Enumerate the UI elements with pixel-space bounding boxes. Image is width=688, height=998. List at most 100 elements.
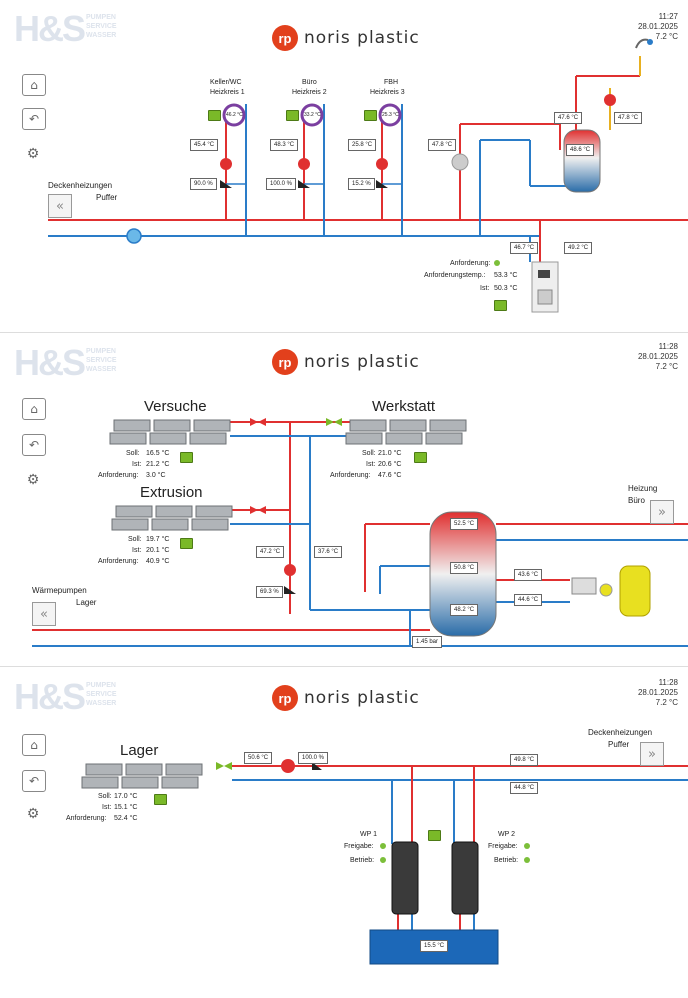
- versuche-title: Versuche: [144, 398, 207, 415]
- right-label-2: Puffer: [608, 740, 630, 749]
- right-label-2: Büro: [628, 496, 645, 505]
- right-label-1: Deckenheizungen: [588, 728, 653, 737]
- shower-right-temp: 47.8 °C: [614, 112, 643, 124]
- panel3-schematic: [81, 759, 688, 965]
- settings-icon: ⚙: [26, 472, 40, 488]
- back-button[interactable]: ↶: [22, 108, 46, 130]
- left-label-2: Lager: [76, 598, 97, 607]
- home-button[interactable]: ⌂: [22, 734, 46, 756]
- boiler-anf-temp: 53.3 °C: [494, 272, 518, 279]
- mix-temp: 47.8 °C: [428, 139, 457, 151]
- lager-soll-label: Soll:: [98, 793, 112, 800]
- versuche-anf-label: Anforderung:: [98, 472, 139, 479]
- extrusion-title: Extrusion: [140, 484, 203, 501]
- settings-button[interactable]: ⚙: [22, 804, 44, 824]
- panel2-schematic: [32, 418, 688, 647]
- werkstatt-ist: 20.6 °C: [378, 461, 402, 468]
- pool-temp: 15.5 °C: [420, 940, 449, 952]
- extrusion-soll-label: Soll:: [128, 536, 142, 543]
- versuche-status[interactable]: [180, 452, 193, 463]
- back-button[interactable]: ↶: [22, 434, 46, 456]
- settings-button[interactable]: ⚙: [22, 144, 44, 164]
- versuche-anf: 3.0 °C: [146, 472, 166, 479]
- extrusion-ist: 20.1 °C: [146, 547, 170, 554]
- extrusion-ist-label: Ist:: [132, 547, 142, 554]
- extrusion-soll: 19.7 °C: [146, 536, 170, 543]
- nav-left-button[interactable]: «: [32, 602, 56, 626]
- versuche-ist-label: Ist:: [132, 461, 142, 468]
- back-icon: ↶: [28, 112, 40, 126]
- shower-left-temp: 47.6 °C: [554, 112, 583, 124]
- nav-left-button[interactable]: «: [48, 194, 72, 218]
- nav-right-button[interactable]: »: [640, 742, 664, 766]
- hs-logo: H&S PUMPEN SERVICE WASSER: [14, 8, 117, 49]
- left-label-1: Wärmepumpen: [32, 586, 87, 595]
- extrusion-status[interactable]: [180, 538, 193, 549]
- werkstatt-anf-label: Anforderung:: [330, 472, 371, 479]
- wp2-freigabe-label: Freigabe:: [488, 843, 518, 850]
- circuit1-status[interactable]: [208, 110, 221, 121]
- circuit1-name2: Heizkreis 1: [210, 89, 245, 96]
- circuit2-status[interactable]: [286, 110, 299, 121]
- boiler-ist: 50.3 °C: [494, 285, 518, 292]
- right-label-1: Heizung: [628, 484, 658, 493]
- double-chevron-left-icon: «: [40, 606, 48, 622]
- werkstatt-soll: 21.0 °C: [378, 450, 402, 457]
- circuit3-flow: 25.8 °C: [348, 139, 377, 151]
- versuche-soll-label: Soll:: [126, 450, 140, 457]
- double-chevron-left-icon: «: [56, 198, 64, 214]
- double-chevron-right-icon: »: [648, 746, 656, 762]
- left-label-1: Deckenheizungen: [48, 181, 113, 190]
- werkstatt-soll-label: Soll:: [362, 450, 376, 457]
- boiler-anf-temp-label: Anforderungstemp.:: [424, 272, 486, 279]
- lager-status[interactable]: [154, 794, 167, 805]
- settings-icon: ⚙: [26, 146, 40, 162]
- circuit1-ring-temp: 46.2 °C: [226, 112, 243, 118]
- home-icon: ⌂: [30, 402, 38, 416]
- back-button[interactable]: ↶: [22, 770, 46, 792]
- tank-mid-temp: 50.8 °C: [450, 562, 479, 574]
- circuit3-ring-temp: 25.3 °C: [382, 112, 399, 118]
- circuit3-valve: 15.2 %: [348, 178, 375, 190]
- separator: [0, 332, 688, 333]
- tank-temp: 48.6 °C: [566, 144, 595, 156]
- circuit2-name2: Heizkreis 2: [292, 89, 327, 96]
- line-hot-temp: 49.8 °C: [510, 754, 539, 766]
- valve-position: 69.3 %: [256, 586, 283, 598]
- wp1-freigabe-led: [380, 843, 386, 849]
- wp1-betrieb-label: Betrieb:: [350, 857, 375, 864]
- werkstatt-title: Werkstatt: [372, 398, 436, 415]
- lager-ist-label: Ist:: [102, 804, 112, 811]
- circuit3-status[interactable]: [364, 110, 377, 121]
- separator: [0, 666, 688, 667]
- hs-logo: H&S PUMPEN SERVICE WASSER: [14, 676, 117, 717]
- extrusion-anf: 40.9 °C: [146, 558, 170, 565]
- line-temp-left: 46.7 °C: [510, 242, 539, 254]
- circuit3-name1: FBH: [384, 79, 398, 86]
- home-button[interactable]: ⌂: [22, 74, 46, 96]
- wp2-name: WP 2: [498, 831, 515, 838]
- nav-right-button[interactable]: »: [650, 500, 674, 524]
- hx-cold-temp: 44.6 °C: [514, 594, 543, 606]
- tank-top-temp: 52.5 °C: [450, 518, 479, 530]
- wp2-betrieb-label: Betrieb:: [494, 857, 519, 864]
- werkstatt-status[interactable]: [414, 452, 427, 463]
- boiler-ist-label: Ist:: [480, 285, 490, 292]
- boiler-status[interactable]: [494, 300, 507, 311]
- wp1-freigabe-label: Freigabe:: [344, 843, 374, 850]
- back-icon: ↶: [28, 438, 40, 452]
- double-chevron-right-icon: »: [658, 504, 666, 520]
- home-button[interactable]: ⌂: [22, 398, 46, 420]
- wp-status[interactable]: [428, 830, 441, 841]
- wp1-betrieb-led: [380, 857, 386, 863]
- pressure: 1.45 bar: [412, 636, 443, 648]
- werkstatt-anf: 47.6 °C: [378, 472, 402, 479]
- settings-button[interactable]: ⚙: [22, 470, 44, 490]
